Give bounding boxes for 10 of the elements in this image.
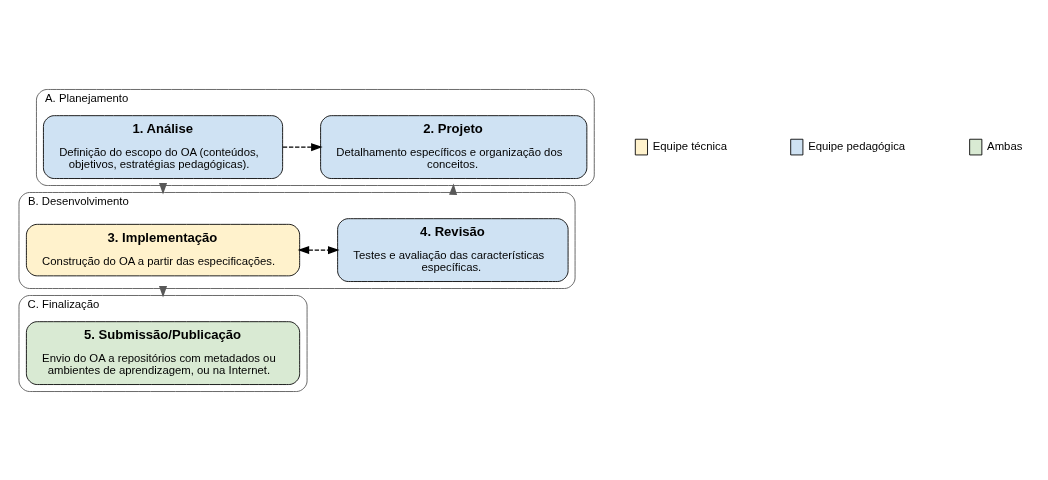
arrow	[282, 142, 323, 151]
legend-label: Equipe pedagógica	[808, 139, 906, 152]
legend-label: Ambas	[987, 139, 1023, 152]
arrow	[297, 245, 340, 254]
node-box: 4. Revisão Testes e avaliação das características específicas.	[337, 217, 569, 282]
legend-label: Equipe técnica	[652, 139, 728, 152]
node-box: 2. Projeto Detalhamento específicos e organização dos conceitos.	[320, 114, 588, 179]
node-box: 1. Análise Definição do escopo do OA (conteúdos, objetivos, estratégias pedagógicas).	[43, 114, 284, 179]
node-box: 5. Submissão/Publicação Envio do OA a repositórios com metadados ou ambientes de aprendizagem, ou na Internet.	[25, 320, 301, 385]
node-box: 3. Implementação Construção do OA a partir das especificações.	[25, 223, 301, 276]
